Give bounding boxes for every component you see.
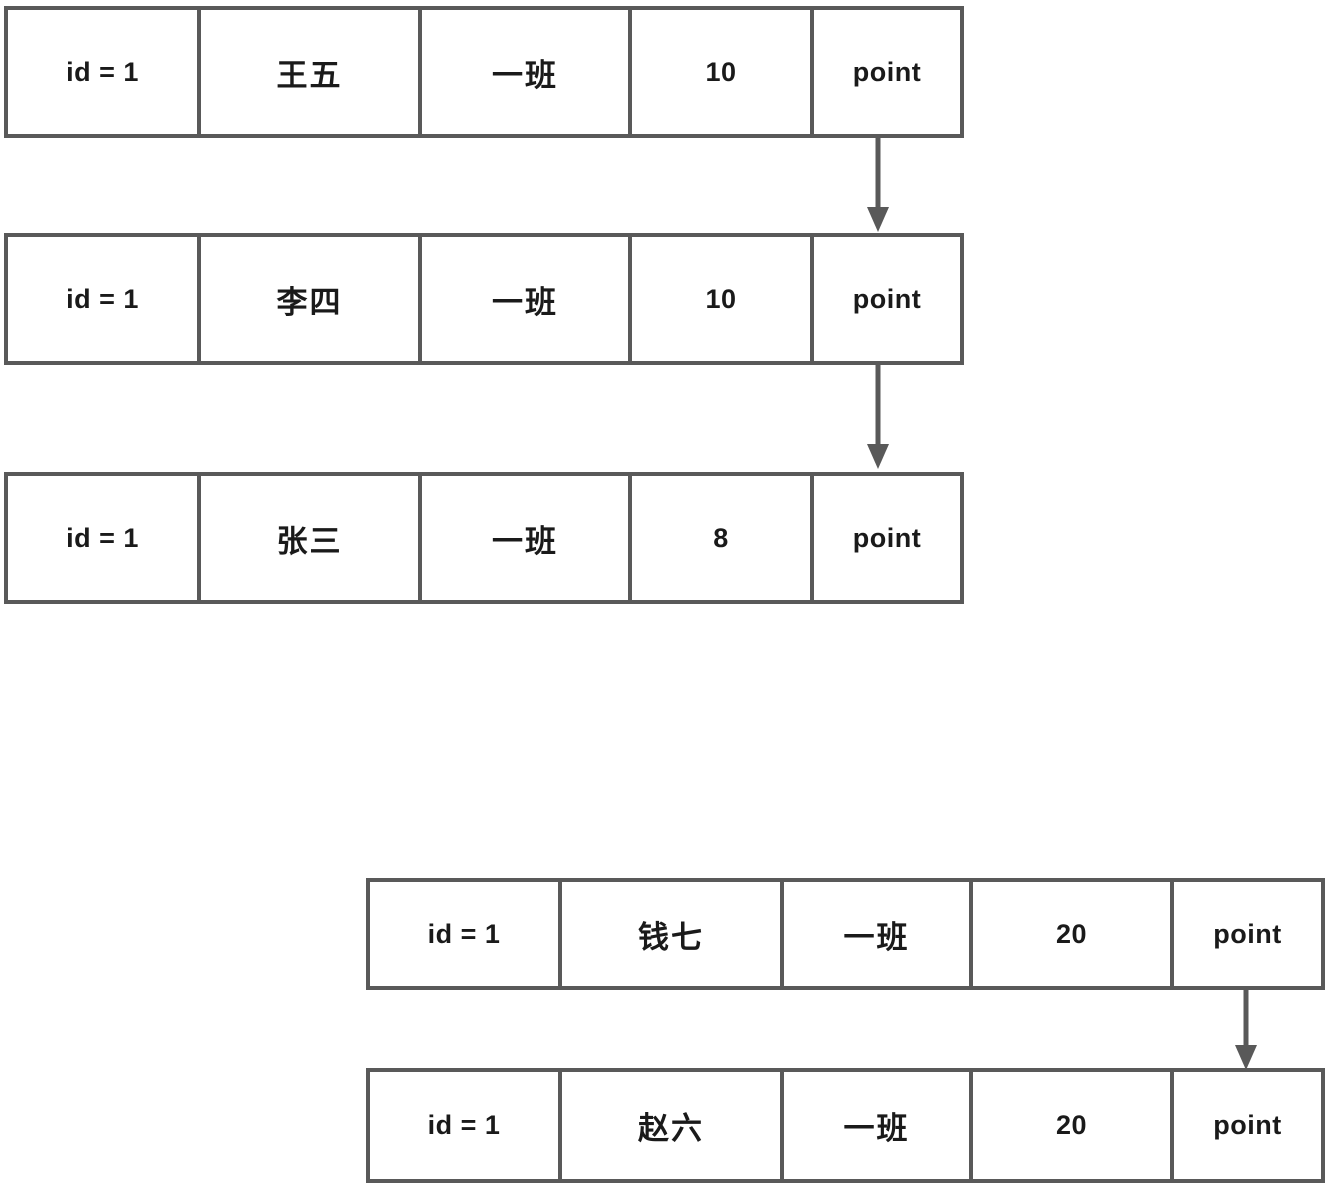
node-lisi-cell-name: 李四 (201, 237, 422, 361)
arrow-wangwu-to-lisi (860, 136, 896, 234)
node-zhaoliu-cell-name: 赵六 (562, 1072, 784, 1179)
node-wangwu-cell-class: 一班 (422, 10, 632, 134)
node-qianqi-cell-id: id = 1 (370, 882, 562, 986)
node-qianqi[interactable]: id = 1 钱七 一班 20 point (366, 878, 1325, 990)
node-lisi-cell-id: id = 1 (8, 237, 201, 361)
node-zhangsan-cell-value: 8 (632, 476, 814, 600)
node-zhangsan-cell-pointer: point (852, 522, 922, 553)
node-zhaoliu-cell-class: 一班 (784, 1072, 973, 1179)
node-zhangsan-cell-id: id = 1 (8, 476, 201, 600)
node-qianqi-cell-value: 20 (973, 882, 1174, 986)
node-lisi-cell-pointer: point (852, 283, 922, 314)
node-zhaoliu-cell-id: id = 1 (370, 1072, 562, 1179)
node-qianqi-cell-pointer: point (1213, 918, 1282, 949)
node-qianqi-cell-name: 钱七 (562, 882, 784, 986)
node-wangwu[interactable]: id = 1 王五 一班 10 point (4, 6, 964, 138)
node-zhangsan[interactable]: id = 1 张三 一班 8 point (4, 472, 964, 604)
node-zhangsan-cell-class: 一班 (422, 476, 632, 600)
node-wangwu-cell-name: 王五 (201, 10, 422, 134)
arrow-lisi-to-zhangsan (860, 363, 896, 471)
node-zhaoliu-cell-value: 20 (973, 1072, 1174, 1179)
node-lisi-cell-value: 10 (632, 237, 814, 361)
node-zhaoliu[interactable]: id = 1 赵六 一班 20 point (366, 1068, 1325, 1183)
node-lisi-cell-class: 一班 (422, 237, 632, 361)
node-zhangsan-cell-name: 张三 (201, 476, 422, 600)
arrow-qianqi-to-zhaoliu (1228, 988, 1264, 1072)
node-lisi[interactable]: id = 1 李四 一班 10 point (4, 233, 964, 365)
node-wangwu-cell-id: id = 1 (8, 10, 201, 134)
node-wangwu-cell-pointer: point (852, 56, 922, 87)
node-wangwu-cell-value: 10 (632, 10, 814, 134)
node-zhaoliu-cell-pointer: point (1213, 1110, 1282, 1140)
node-qianqi-cell-class: 一班 (784, 882, 973, 986)
